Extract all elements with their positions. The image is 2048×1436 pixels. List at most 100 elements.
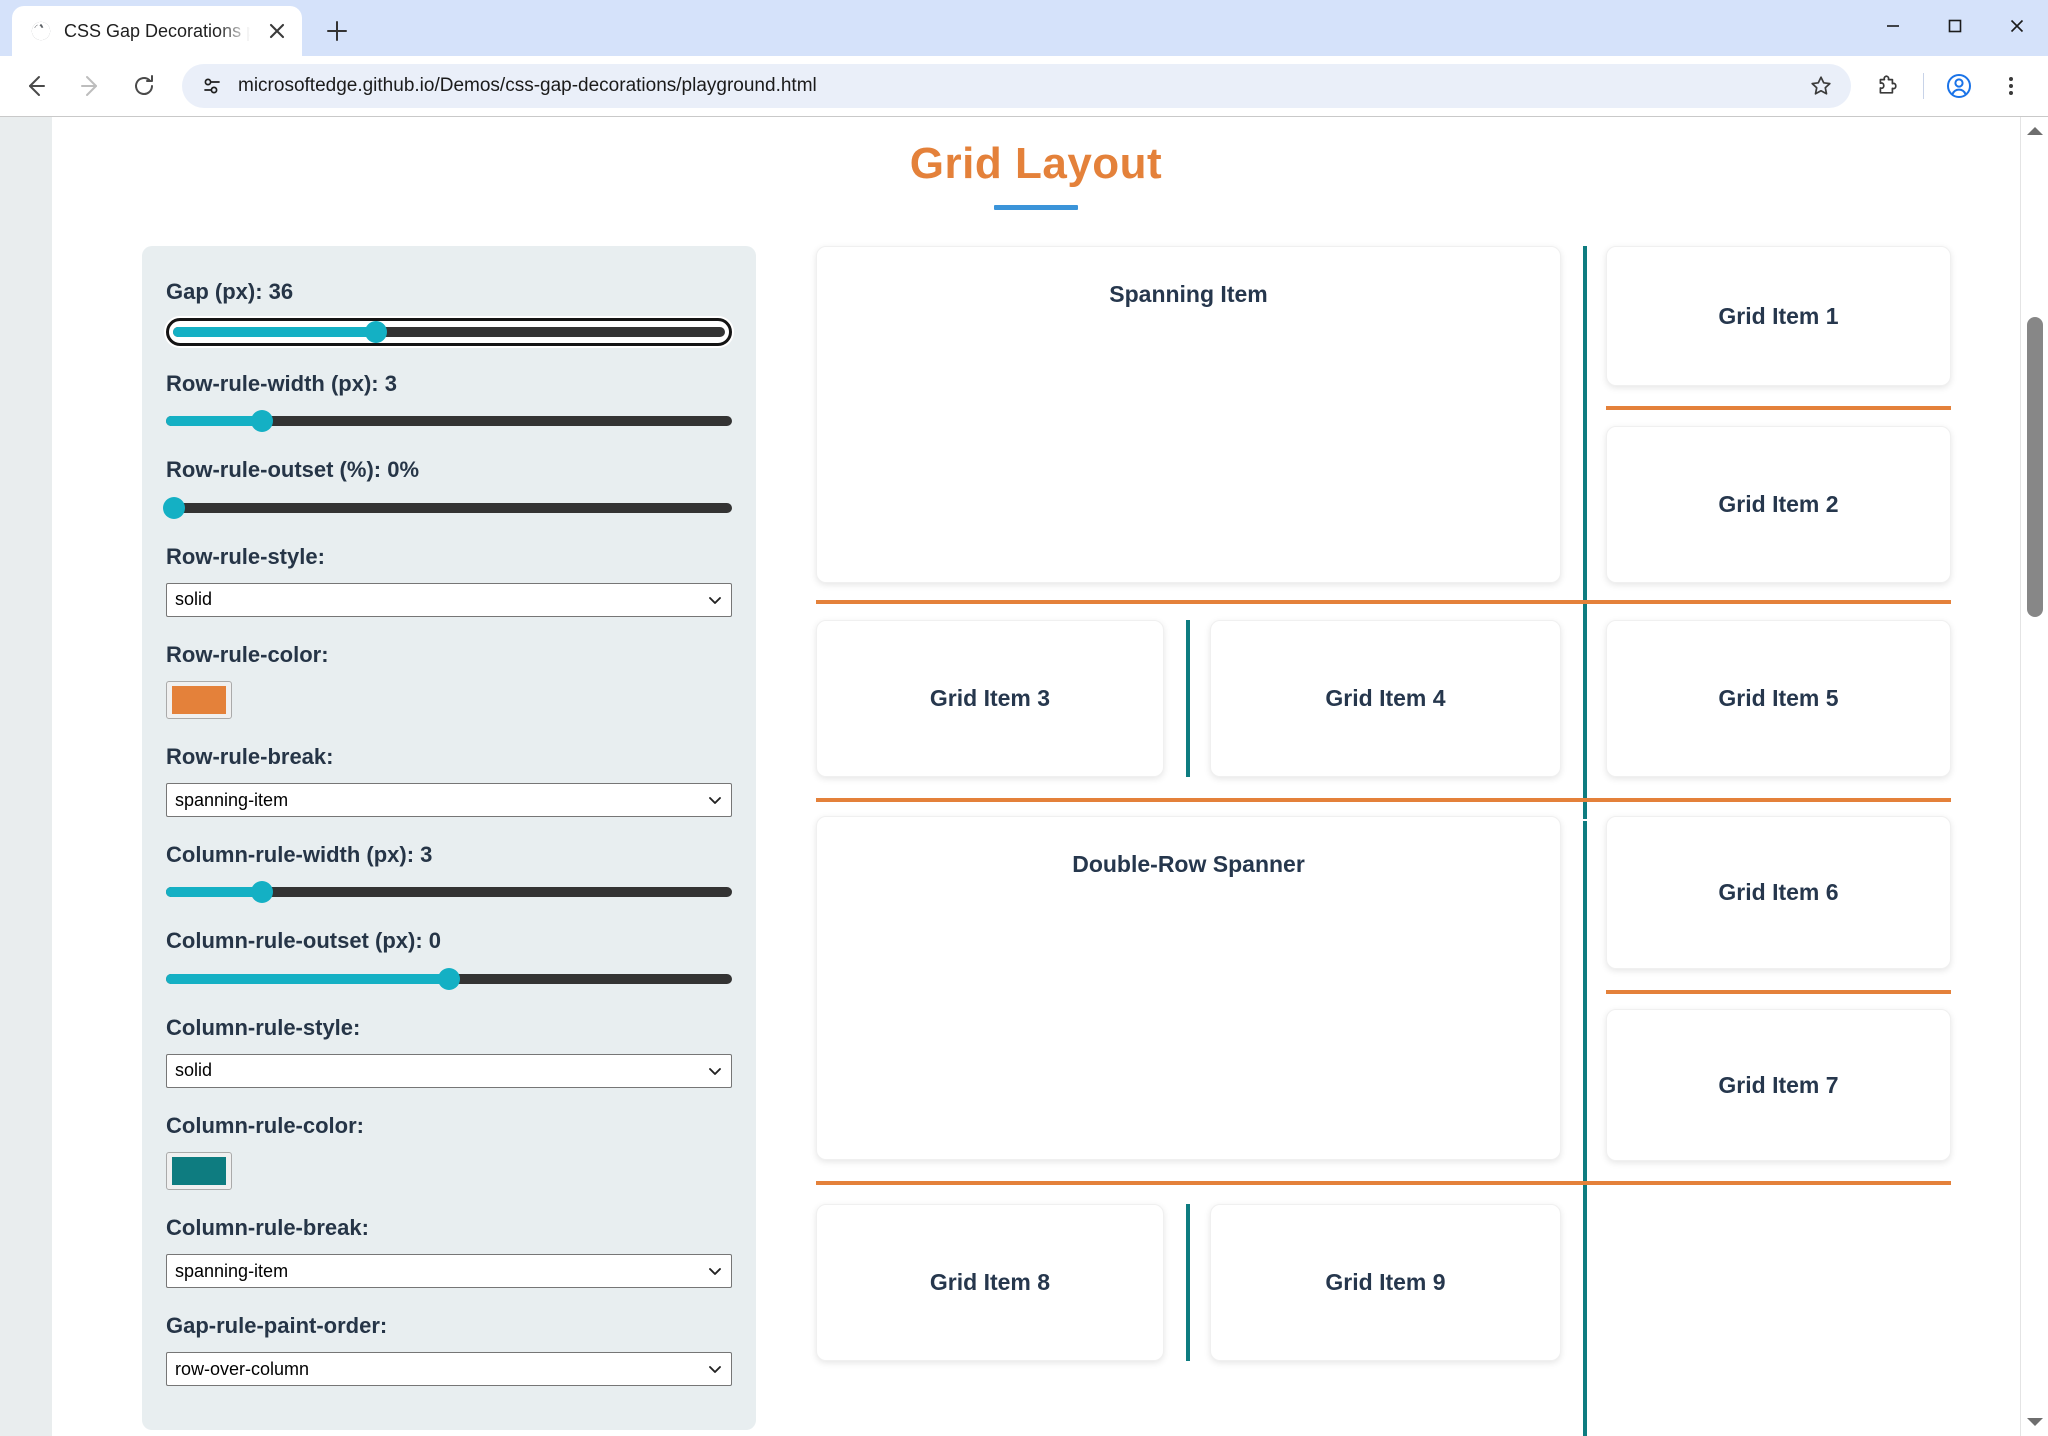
control-column-rule-color: Column-rule-color: (166, 1113, 732, 1190)
tab-close-icon[interactable] (264, 18, 290, 44)
forward-button[interactable] (66, 62, 114, 110)
url-text: microsoftedge.github.io/Demos/css-gap-de… (238, 75, 817, 96)
slider-thumb[interactable] (365, 321, 388, 344)
cell-label: Grid Item 2 (1718, 491, 1839, 517)
grid-demo: Spanning Item Grid Item 1 Grid Item 2 Gr… (816, 246, 1970, 1436)
control-column-rule-outset: Column-rule-outset (px): 0 (166, 928, 732, 990)
row-rule-outset-label: Row-rule-outset (%): 0% (166, 457, 419, 483)
cell-label: Grid Item 3 (929, 685, 1051, 711)
three-dot-menu-icon[interactable] (1988, 63, 2034, 109)
slider-fill (166, 416, 263, 427)
grid-cell-spanning-item[interactable]: Spanning Item (816, 246, 1561, 583)
column-rule-line (1186, 620, 1190, 777)
slider-thumb[interactable] (438, 967, 460, 990)
browser-toolbar: microsoftedge.github.io/Demos/css-gap-de… (0, 56, 2048, 116)
maximize-button[interactable] (1924, 0, 1986, 52)
star-icon[interactable] (1801, 66, 1841, 106)
grid-cell-item-6[interactable]: Grid Item 6 (1606, 816, 1951, 969)
grid-cell-item-7[interactable]: Grid Item 7 (1606, 1009, 1951, 1161)
minimize-button[interactable] (1862, 0, 1924, 52)
grid-cell-double-row-spanner[interactable]: Double-Row Spanner (816, 816, 1561, 1160)
gap-label: Gap (px): 36 (166, 279, 294, 304)
extensions-puzzle-icon[interactable] (1865, 63, 1911, 109)
row-rule-outset-slider[interactable] (163, 496, 732, 519)
chevron-down-icon (707, 1361, 723, 1377)
scroll-down-arrow-icon[interactable] (2021, 1408, 2048, 1436)
control-row-rule-width: Row-rule-width (px): 3 (166, 371, 732, 433)
row-rule-line (1606, 990, 1951, 994)
scrollbar-thumb[interactable] (2027, 317, 2043, 617)
select-value: spanning-item (175, 789, 289, 810)
slider-track (166, 416, 732, 427)
cell-label: Grid Item 6 (1718, 879, 1839, 905)
grid-cell-item-2[interactable]: Grid Item 2 (1606, 426, 1951, 583)
cell-label: Double-Row Spanner (1072, 851, 1305, 877)
scroll-up-arrow-icon[interactable] (2021, 117, 2048, 145)
slider-fill (166, 887, 263, 898)
control-gap-rule-paint-order: Gap-rule-paint-order: row-over-column (166, 1313, 732, 1387)
control-row-rule-break: Row-rule-break: spanning-item (166, 743, 732, 818)
column-rule-outset-slider[interactable] (166, 967, 732, 990)
column-rule-color-picker[interactable] (166, 1151, 232, 1190)
controls-panel: Gap (px): 36 Row-rule-width (px): 3 (142, 246, 756, 1431)
column-rule-outset-label: Column-rule-outset (px): 0 (166, 928, 441, 954)
gap-slider[interactable] (166, 318, 732, 347)
grid-cell-item-4[interactable]: Grid Item 4 (1210, 620, 1561, 777)
column-rule-width-slider[interactable] (166, 881, 732, 904)
grid-cell-item-9[interactable]: Grid Item 9 (1210, 1204, 1561, 1361)
select-value: spanning-item (175, 1260, 289, 1281)
gap-rule-paint-order-label: Gap-rule-paint-order: (166, 1313, 388, 1339)
browser-tab[interactable]: CSS Gap Decorations playground (12, 6, 302, 56)
cell-label: Grid Item 4 (1325, 685, 1446, 711)
grid-cell-item-8[interactable]: Grid Item 8 (816, 1204, 1164, 1361)
column-rule-break-select[interactable]: spanning-item (166, 1254, 732, 1289)
cell-label: Spanning Item (1109, 281, 1268, 307)
column-rule-style-select[interactable]: solid (166, 1053, 732, 1088)
grid-cell-item-5[interactable]: Grid Item 5 (1606, 620, 1951, 777)
address-bar[interactable]: microsoftedge.github.io/Demos/css-gap-de… (182, 64, 1851, 108)
control-gap: Gap (px): 36 (166, 279, 732, 347)
control-column-rule-style: Column-rule-style: solid (166, 1015, 732, 1088)
row-rule-break-select[interactable]: spanning-item (166, 783, 732, 818)
page-viewport: Grid Layout Gap (px): 36 (0, 116, 2048, 1436)
column-rule-line (1583, 246, 1587, 819)
column-rule-line (1186, 1204, 1190, 1361)
column-rule-color-swatch (172, 1156, 226, 1185)
select-value: row-over-column (175, 1358, 310, 1379)
slider-thumb[interactable] (163, 496, 186, 519)
window-close-button[interactable] (1986, 0, 2048, 52)
select-value: solid (175, 589, 213, 610)
cell-label: Grid Item 8 (929, 1269, 1051, 1295)
gap-rule-paint-order-select[interactable]: row-over-column (166, 1352, 732, 1387)
slider-thumb[interactable] (251, 410, 274, 433)
chevron-down-icon (707, 1063, 723, 1079)
reload-button[interactable] (120, 62, 168, 110)
slider-fill (173, 327, 381, 338)
row-rule-line (816, 1181, 1951, 1185)
site-settings-icon[interactable] (200, 74, 224, 98)
profile-avatar-icon[interactable] (1936, 63, 1982, 109)
row-rule-break-label: Row-rule-break: (166, 743, 334, 769)
slider-thumb[interactable] (251, 881, 274, 904)
back-button[interactable] (12, 62, 60, 110)
row-rule-line (816, 798, 1951, 802)
web-page: Grid Layout Gap (px): 36 (52, 117, 2020, 1436)
row-rule-line (1606, 406, 1951, 410)
new-tab-button[interactable] (314, 8, 360, 54)
slider-track (173, 327, 725, 338)
grid-cell-item-1[interactable]: Grid Item 1 (1606, 246, 1951, 386)
select-value: solid (175, 1060, 213, 1081)
row-rule-color-picker[interactable] (166, 680, 232, 719)
row-rule-width-label: Row-rule-width (px): 3 (166, 371, 397, 397)
row-rule-style-select[interactable]: solid (166, 582, 732, 617)
tab-title: CSS Gap Decorations playground (64, 20, 252, 41)
page-scrollbar[interactable] (2020, 117, 2048, 1436)
control-row-rule-outset: Row-rule-outset (%): 0% (163, 457, 732, 519)
column-rule-width-label: Column-rule-width (px): 3 (166, 842, 433, 868)
title-underline (994, 205, 1078, 210)
row-rule-width-slider[interactable] (166, 410, 732, 433)
globe-icon (31, 21, 51, 41)
grid-cell-item-3[interactable]: Grid Item 3 (816, 620, 1164, 777)
cell-label: Grid Item 7 (1718, 1071, 1839, 1098)
